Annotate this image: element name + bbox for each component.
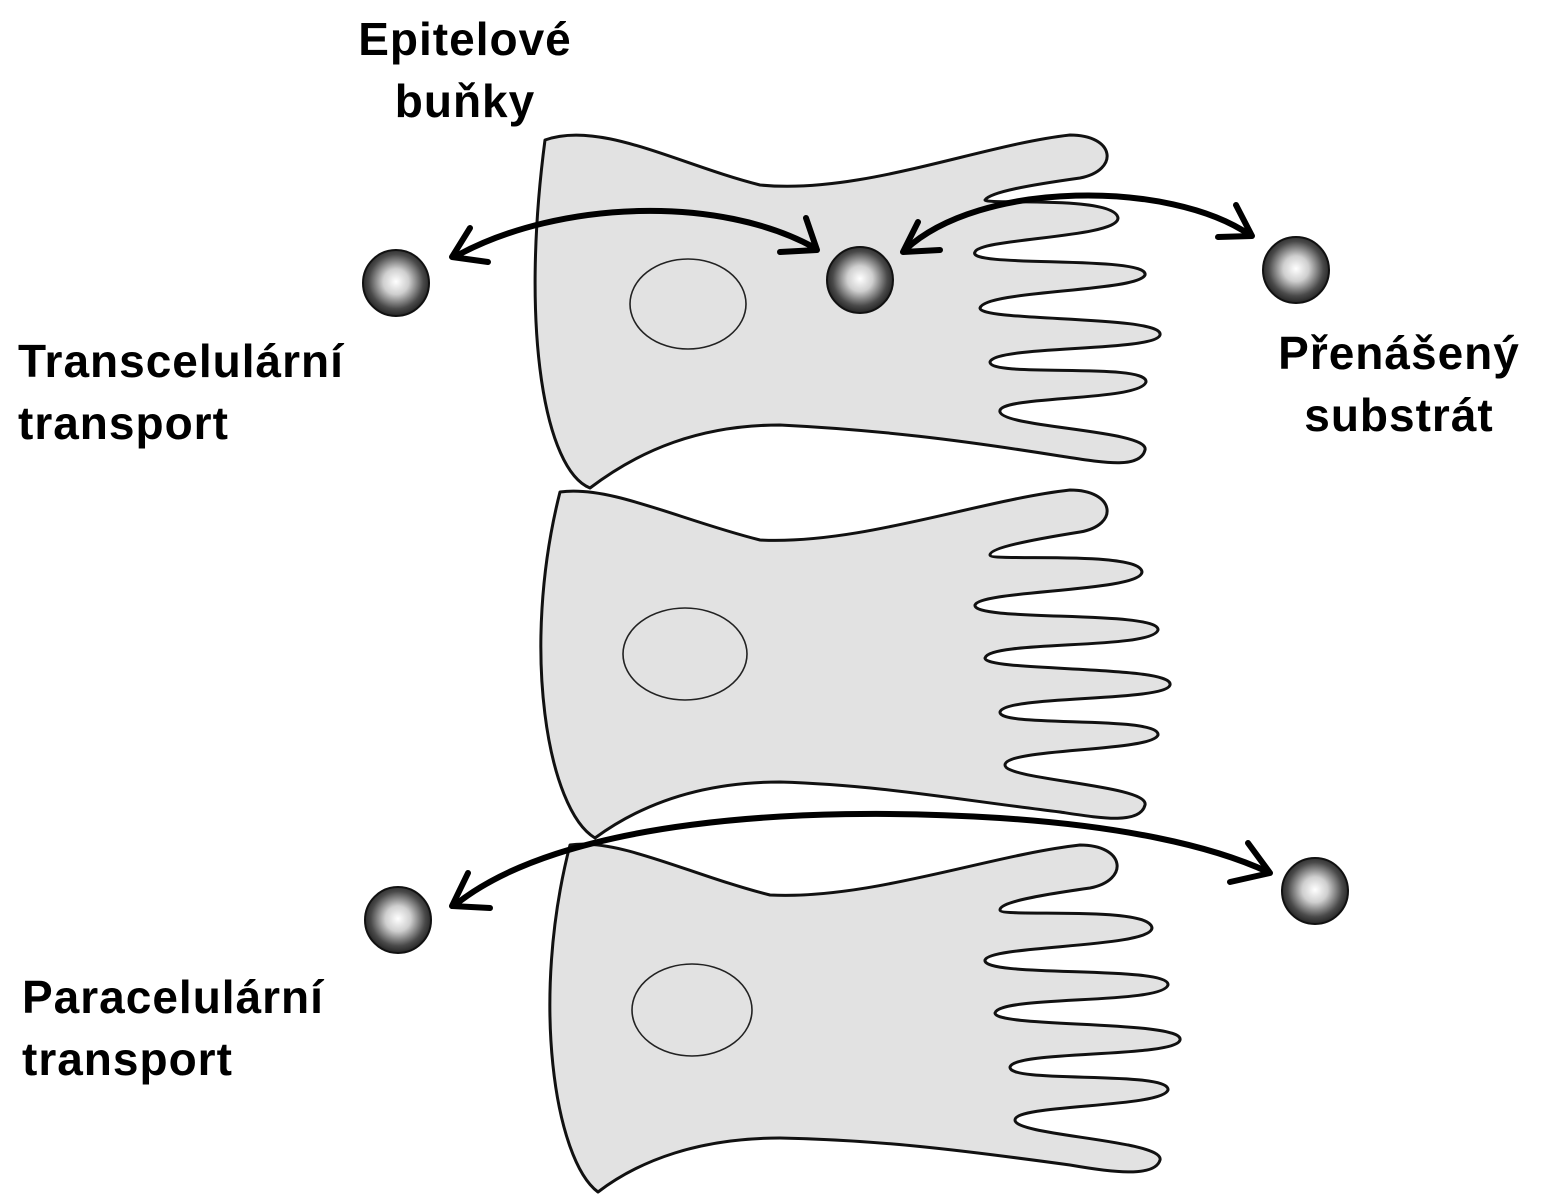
- label-transcellular-transport: Transcelulární transport: [18, 330, 344, 454]
- substrate-particle-left-bottom: [365, 887, 431, 953]
- label-transcellular-line1: Transcelulární: [18, 330, 344, 392]
- label-epithelial-cells: Epitelové buňky: [340, 8, 590, 132]
- label-epithelial-cells-line2: buňky: [340, 70, 590, 132]
- label-paracellular-transport: Paracelulární transport: [22, 966, 324, 1090]
- label-epithelial-cells-line1: Epitelové: [340, 8, 590, 70]
- epithelial-cell-bottom: [550, 844, 1180, 1192]
- substrate-particle-left-top: [363, 250, 429, 316]
- substrate-particle-right-bottom: [1282, 858, 1348, 924]
- label-transported-substrate: Přenášený substrát: [1264, 322, 1534, 446]
- substrate-particle-in-cell: [827, 247, 893, 313]
- label-transcellular-line2: transport: [18, 392, 344, 454]
- label-substrate-line1: Přenášený: [1264, 322, 1534, 384]
- substrate-particle-right-top: [1263, 237, 1329, 303]
- epithelial-cell-middle: [541, 490, 1170, 838]
- label-paracellular-line2: transport: [22, 1028, 324, 1090]
- label-substrate-line2: substrát: [1264, 384, 1534, 446]
- label-paracellular-line1: Paracelulární: [22, 966, 324, 1028]
